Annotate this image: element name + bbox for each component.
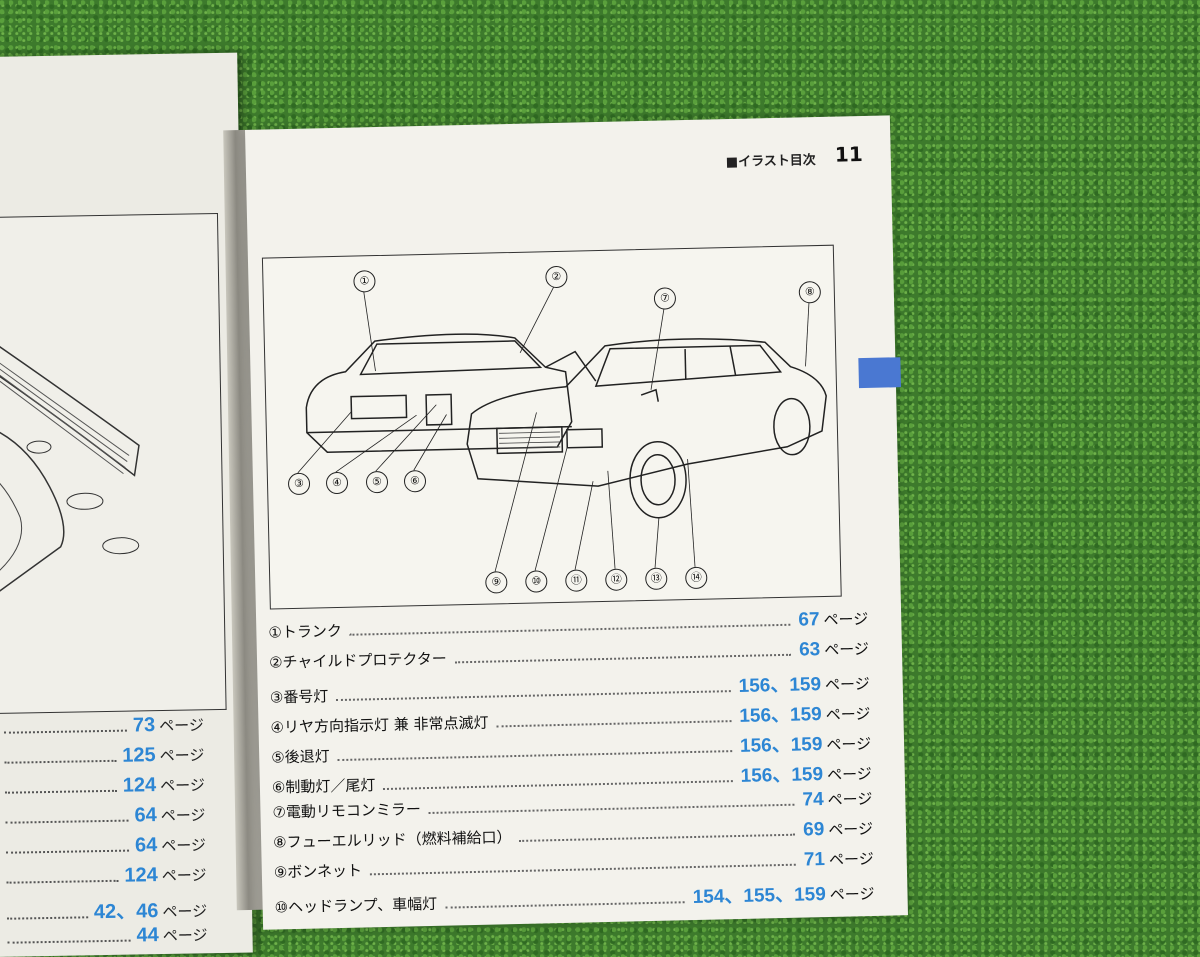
leader-dots — [337, 750, 733, 762]
leader-dots — [349, 623, 791, 636]
leader-dots — [428, 803, 795, 815]
item-label: ⑩ヘッドランプ、車幅灯 — [274, 894, 438, 917]
page-unit: ページ — [162, 926, 208, 946]
leader-dots — [7, 939, 131, 944]
car-illustration — [297, 286, 827, 572]
front-car-drawing — [466, 338, 827, 519]
page-ref: 124 — [124, 864, 158, 887]
page-ref: 64 — [134, 834, 158, 857]
leader-dots — [519, 833, 796, 842]
page-ref: 156、159 — [739, 704, 822, 727]
page-ref: 44 — [136, 924, 160, 947]
page-unit: ページ — [159, 746, 205, 766]
rear-car-drawing — [305, 333, 597, 453]
page-ref: 73 — [132, 714, 156, 737]
leader-dots — [336, 690, 731, 702]
left-illustration-frame — [0, 212, 227, 715]
page-unit: ページ — [824, 674, 870, 694]
leader-dots — [370, 863, 796, 876]
page-unit: ページ — [829, 884, 875, 904]
leader-dots — [3, 729, 128, 734]
page-ref: 42、46 — [93, 900, 159, 924]
page-unit: ページ — [825, 704, 871, 724]
page-unit: ページ — [159, 716, 205, 736]
item-label: ①トランク — [268, 621, 343, 642]
page-unit: ページ — [827, 789, 873, 809]
item-label: ⑤後退灯 — [271, 747, 330, 767]
page-unit: ページ — [160, 806, 206, 826]
page-ref: 63 — [798, 639, 821, 661]
right-page: ■イラスト目次 11 — [245, 115, 908, 930]
page-unit: ページ — [826, 734, 872, 754]
page-unit: ページ — [826, 764, 872, 784]
leader-dots — [445, 901, 685, 909]
leader-dots — [6, 879, 119, 884]
item-label: ⑨ボンネット — [273, 861, 363, 882]
leader-dots — [383, 780, 733, 791]
page-unit: ページ — [828, 819, 874, 839]
page-header-title: ■イラスト目次 — [725, 153, 817, 171]
page-ref: 74 — [802, 789, 824, 811]
leader-dots — [4, 789, 117, 794]
page-ref: 124 — [122, 774, 157, 797]
item-label: ⑥制動灯／尾灯 — [271, 776, 376, 797]
item-label: ②チャイルドプロテクター — [268, 649, 447, 672]
item-label: ⑦電動リモコンミラー — [272, 800, 422, 822]
leader-dots — [5, 819, 129, 824]
item-label: ④リヤ方向指示灯 兼 非常点滅灯 — [270, 713, 489, 737]
leader-lines — [297, 286, 810, 572]
page-ref: 156、159 — [738, 674, 822, 697]
page-ref: 156、159 — [739, 734, 823, 757]
leader-dots — [4, 759, 117, 764]
item-label: ③番号灯 — [269, 687, 329, 707]
page-unit: ページ — [161, 836, 207, 856]
page-ref: 64 — [134, 804, 157, 827]
page-ref: 67 — [798, 609, 820, 631]
leader-dots — [454, 653, 792, 664]
page-ref: 69 — [802, 819, 825, 841]
page-ref: 156、159 — [740, 764, 824, 787]
car-illustration-frame: ① ② ⑦ ⑧ ③ ④ ⑤ ⑥ ⑨ ⑩ ⑪ ⑫ ⑬ ⑭ — [261, 244, 842, 610]
leader-dots — [6, 849, 130, 854]
page-unit: ページ — [824, 639, 870, 659]
page-ref: 71 — [803, 849, 826, 871]
page-ref: 154、155、159 — [692, 884, 827, 909]
page-unit: ページ — [161, 866, 207, 886]
page-number: 11 — [834, 141, 863, 167]
leader-dots — [7, 916, 89, 920]
page-unit: ページ — [162, 902, 208, 922]
section-tab — [858, 357, 902, 389]
page-ref: 125 — [122, 744, 156, 767]
leader-dots — [496, 720, 732, 728]
interior-roof-illustration — [0, 336, 140, 620]
page-unit: ページ — [828, 849, 874, 869]
page-unit: ページ — [160, 776, 206, 796]
page-unit: ページ — [823, 609, 869, 629]
item-label: ⑧フューエルリッド（燃料補給口） — [272, 828, 512, 852]
